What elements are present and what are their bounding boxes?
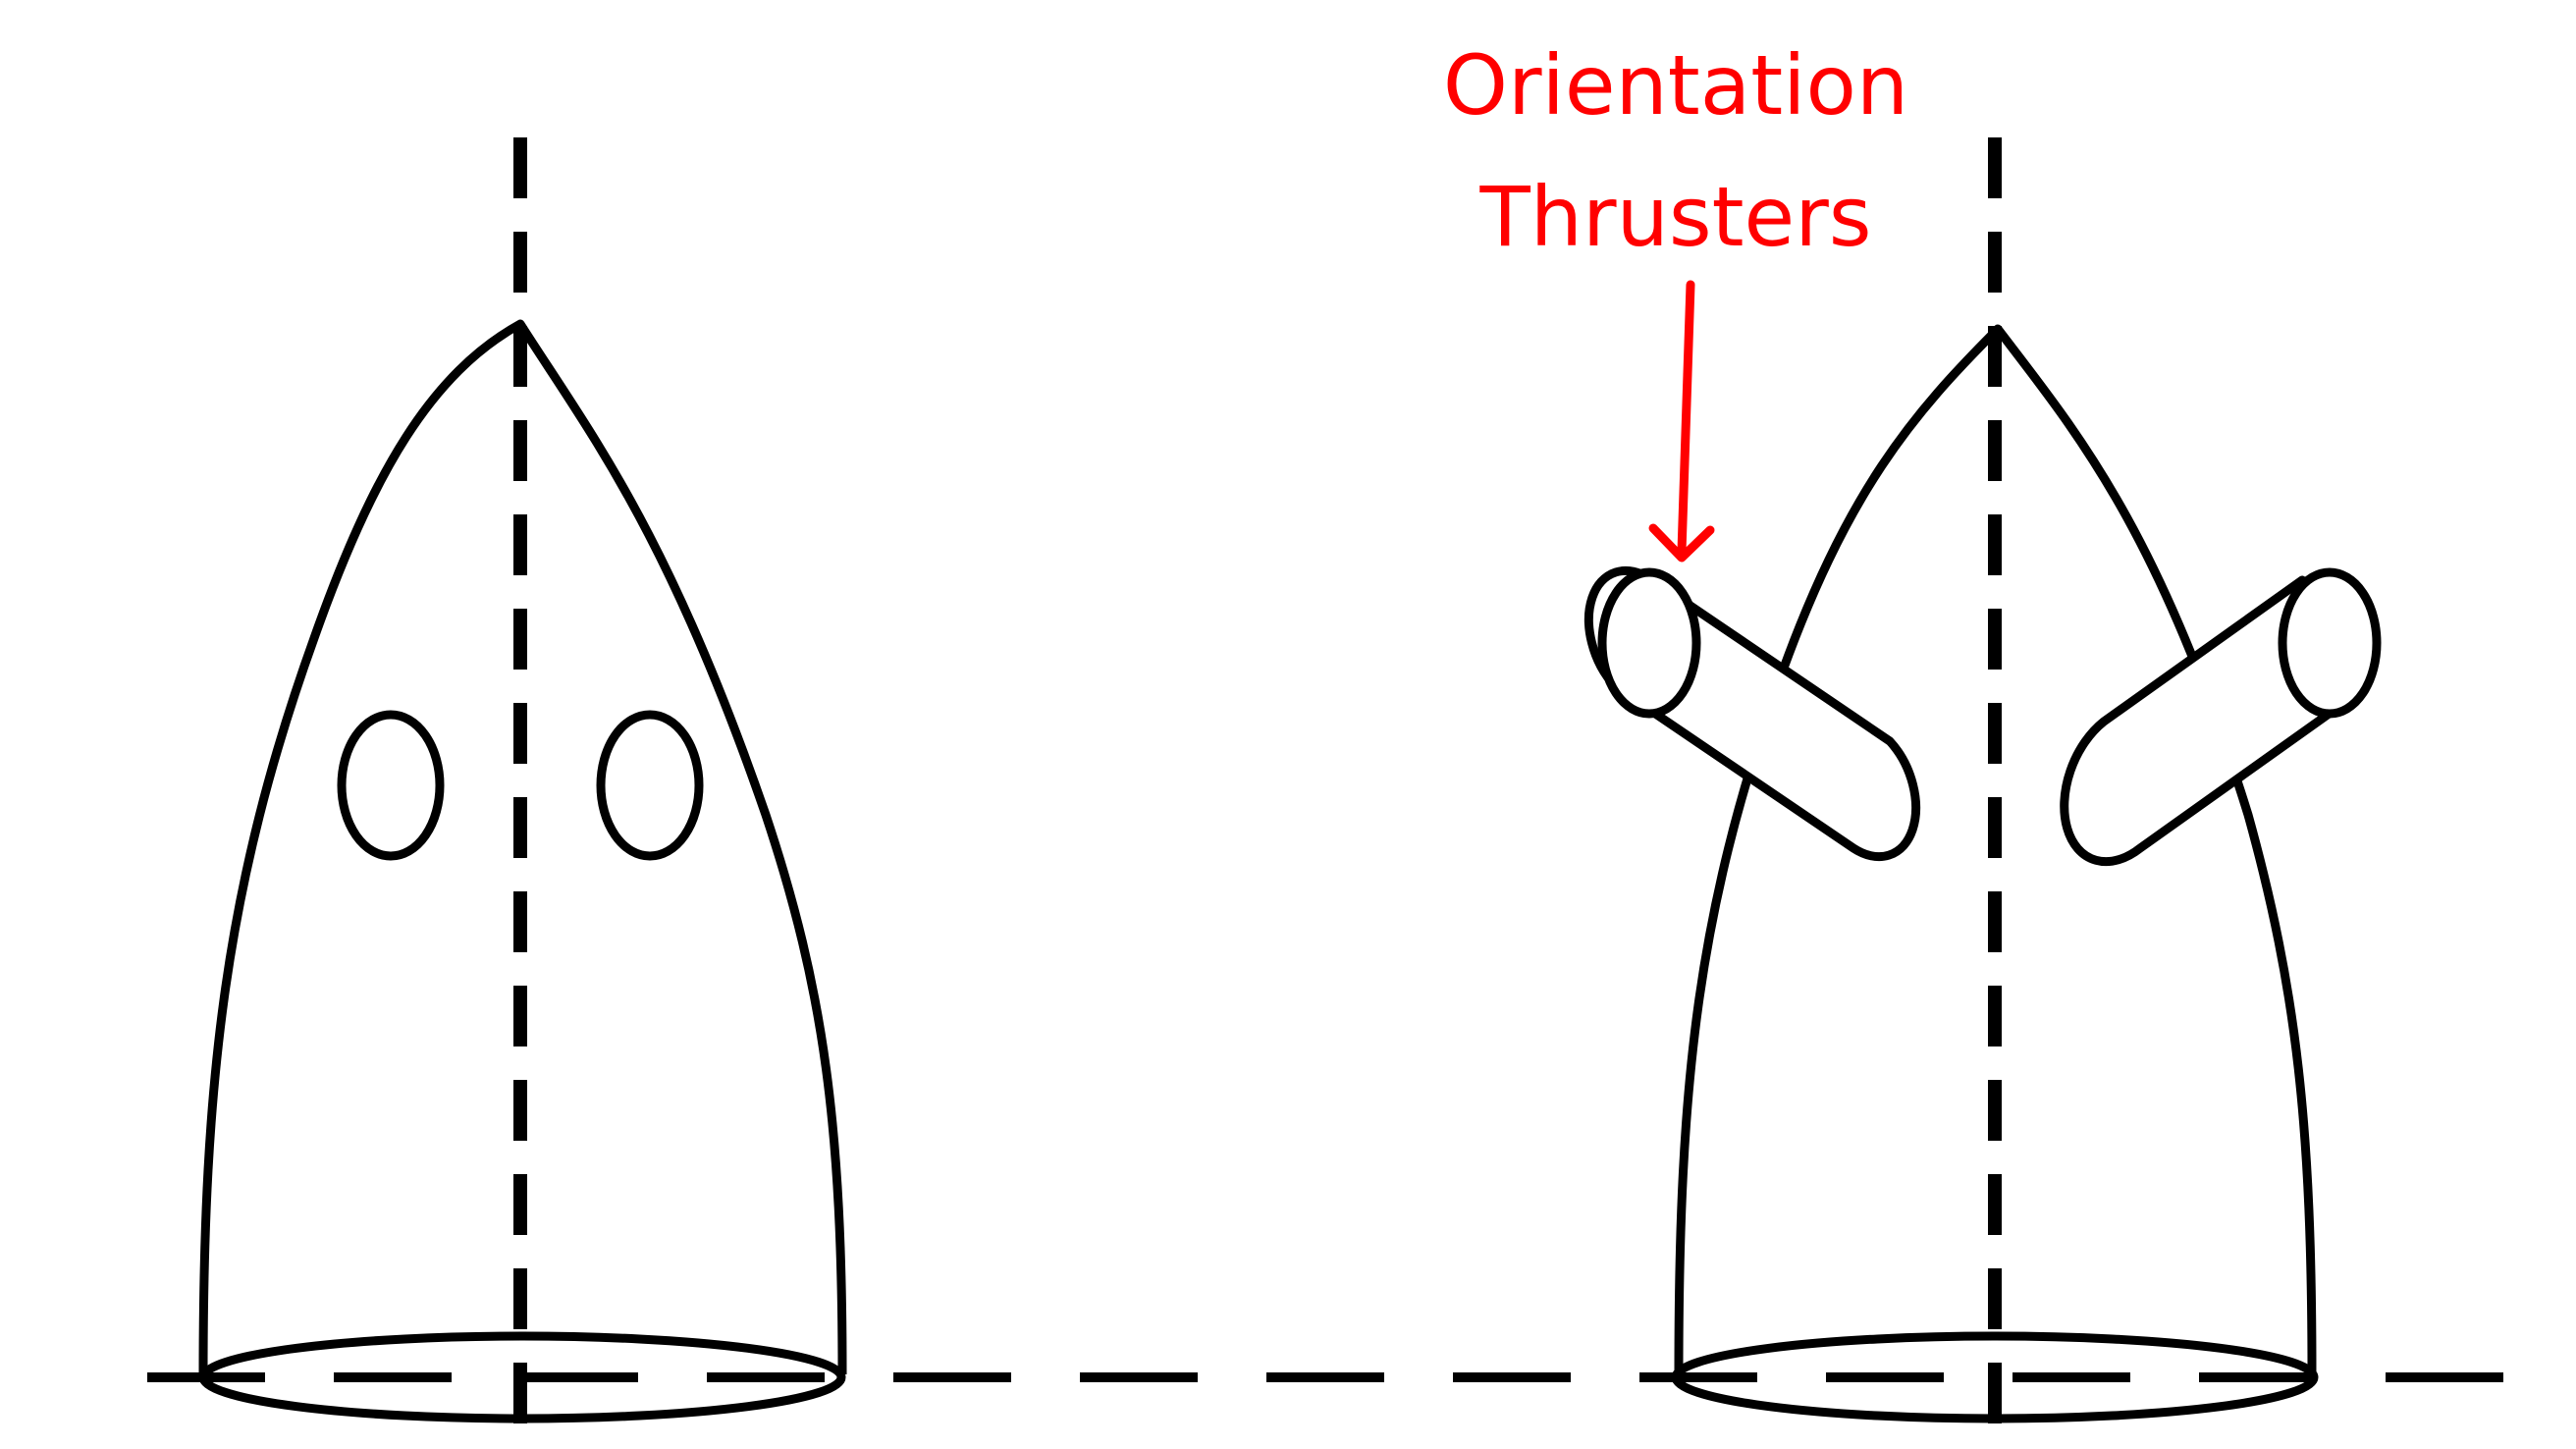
left-capsule-window-right: [596, 710, 704, 861]
callout-arrow: [1648, 280, 1715, 563]
right-capsule: [1583, 137, 2382, 1449]
thruster-callout: Orientation Thrusters: [1443, 37, 1908, 563]
thruster-left-nozzle: [1597, 567, 1701, 719]
thruster-right: [2060, 567, 2382, 867]
left-capsule: [198, 137, 847, 1449]
callout-arrow-head: [1648, 523, 1715, 563]
callout-label-line1: Orientation: [1443, 37, 1908, 134]
thruster-right-nozzle: [2278, 567, 2382, 719]
callout-label-line2: Thrusters: [1479, 169, 1872, 265]
thruster-right-body: [2060, 575, 2346, 867]
callout-arrow-shaft: [1677, 280, 1695, 557]
left-capsule-shell: [198, 319, 847, 1375]
left-capsule-window-left: [337, 710, 445, 861]
thruster-left: [1583, 565, 1921, 862]
